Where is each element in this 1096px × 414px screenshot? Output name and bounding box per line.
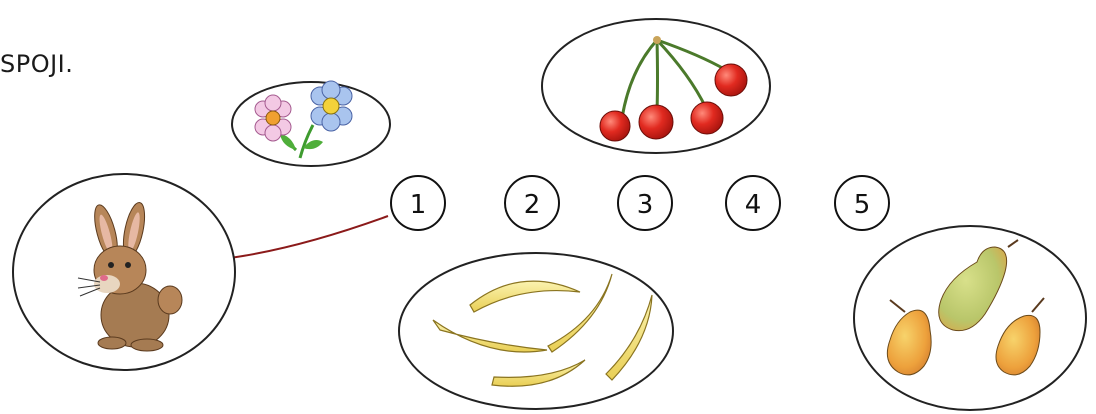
number-1-label: 1 [410, 190, 427, 220]
connector-line [229, 215, 389, 259]
number-4-label: 4 [745, 190, 762, 220]
number-circle-4[interactable]: 4 [725, 175, 781, 231]
bananas-picture[interactable] [398, 252, 674, 410]
number-circle-3[interactable]: 3 [617, 175, 673, 231]
rabbit-picture[interactable] [12, 173, 236, 371]
number-3-label: 3 [637, 190, 654, 220]
cherries-picture[interactable] [541, 18, 771, 154]
number-circle-1[interactable]: 1 [390, 175, 446, 231]
flowers-picture[interactable] [231, 80, 391, 167]
pears-picture[interactable] [853, 225, 1087, 411]
rabbit-icon [77, 202, 183, 352]
pink-flower-icon [254, 94, 292, 142]
number-2-label: 2 [524, 190, 541, 220]
cherry-icon [599, 63, 748, 142]
number-circle-5[interactable]: 5 [834, 175, 890, 231]
number-circle-2[interactable]: 2 [504, 175, 560, 231]
pear-icon [886, 239, 1045, 376]
banana-icon [432, 273, 653, 387]
number-5-label: 5 [854, 190, 871, 220]
blue-flower-icon [310, 80, 353, 132]
instruction-text: SPOJI. [0, 50, 74, 78]
